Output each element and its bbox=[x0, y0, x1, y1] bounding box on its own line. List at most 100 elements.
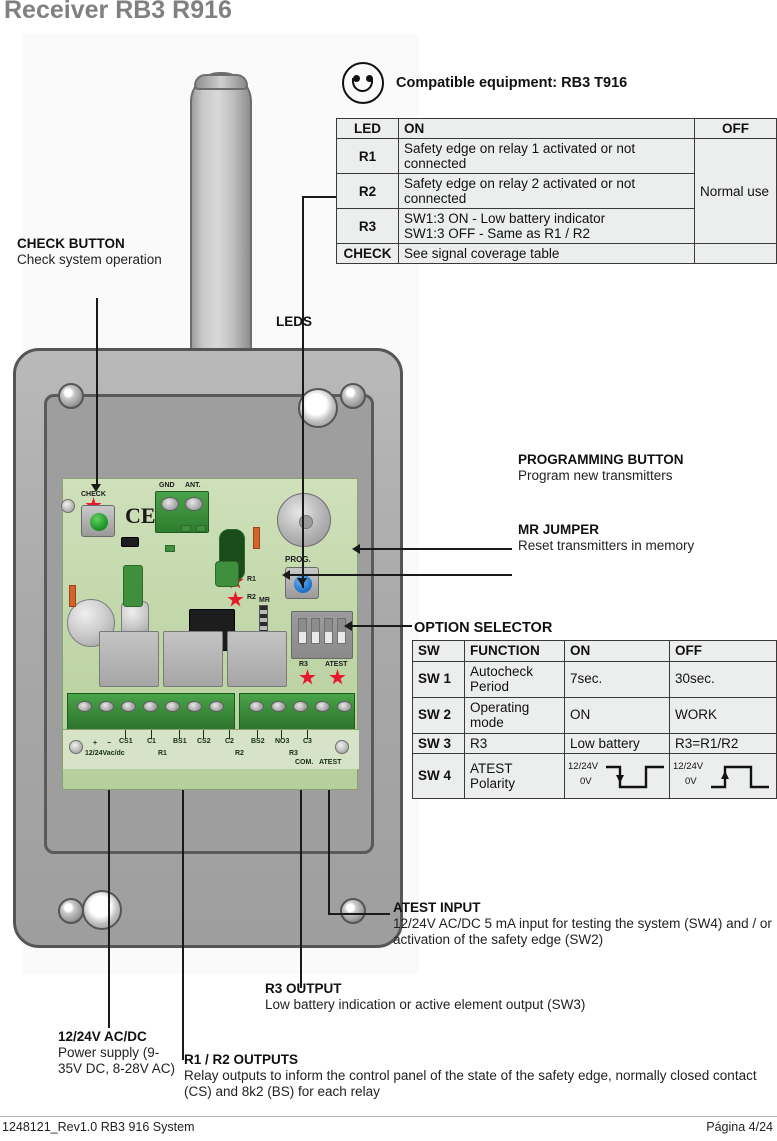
leader-line-check-button bbox=[96, 298, 98, 488]
callout-atest-input-title: ATEST INPUT bbox=[393, 900, 481, 915]
callout-power-supply-title: 12/24V AC/DC bbox=[58, 1029, 147, 1044]
terminal-label-r2: R2 bbox=[235, 750, 244, 757]
opt-cell-sw1-on: 7sec. bbox=[564, 660, 670, 698]
terminal-hole bbox=[293, 701, 308, 712]
terminal-tick bbox=[307, 730, 308, 739]
circuit-board: CHECK CE GND ANT. PROG. R1 R2 MR bbox=[61, 478, 359, 790]
dip-switch-block[interactable] bbox=[291, 611, 353, 659]
led-table-cell-on-r1: Safety edge on relay 1 activated or not … bbox=[398, 138, 695, 174]
led-table-cell-on-r3-line2: SW1:3 OFF - Same as R1 / R2 bbox=[404, 226, 591, 241]
mounting-screw bbox=[58, 898, 84, 924]
led-table-header-off: OFF bbox=[694, 118, 777, 139]
opt-cell-sw4-off-waveform: 12/24V 0V bbox=[669, 753, 777, 799]
callout-r1-r2-outputs-title: R1 / R2 OUTPUTS bbox=[184, 1052, 299, 1067]
pcb-pad bbox=[61, 499, 75, 513]
led-table-header-on: ON bbox=[398, 118, 695, 139]
leader-arrow-option-selector bbox=[344, 621, 352, 631]
r2-led-indicator bbox=[227, 591, 244, 607]
table-row: R3 SW1:3 ON - Low battery indicator SW1:… bbox=[336, 208, 777, 244]
led-table-cell-on-r3: SW1:3 ON - Low battery indicator SW1:3 O… bbox=[398, 208, 695, 244]
callout-r1-r2-outputs: R1 / R2 OUTPUTS Relay outputs to inform … bbox=[184, 1052, 774, 1100]
callout-programming-button-title: PROGRAMMING BUTTON bbox=[518, 452, 684, 467]
terminal-hole bbox=[99, 701, 114, 712]
callout-check-button-title: CHECK BUTTON bbox=[17, 236, 125, 251]
board-screw-hole bbox=[335, 740, 349, 754]
leader-arrow-programming-button bbox=[352, 544, 360, 554]
mounting-screw bbox=[58, 383, 84, 409]
buzzer bbox=[277, 493, 331, 547]
opt-cell-sw3-on: Low battery bbox=[564, 732, 670, 754]
opt-cell-sw3-off: R3=R1/R2 bbox=[669, 732, 777, 754]
callout-check-button-body: Check system operation bbox=[17, 252, 162, 267]
terminal-tick bbox=[203, 730, 204, 739]
terminal-tick bbox=[281, 730, 282, 739]
dip-switch-4[interactable] bbox=[337, 618, 346, 644]
terminal-label-strip: + − 12/24Vac/dc CS1 C1 BS1 R1 CS2 C2 BS2… bbox=[63, 729, 359, 769]
terminal-label-c3: C3 bbox=[303, 738, 312, 745]
terminal-screw-gnd bbox=[161, 497, 179, 511]
opt-cell-sw4: SW 4 bbox=[412, 753, 465, 799]
callout-programming-button-body: Program new transmitters bbox=[518, 468, 673, 483]
voltage-regulator bbox=[123, 565, 143, 607]
smd-component bbox=[165, 545, 175, 552]
dip-switch-3[interactable] bbox=[324, 618, 333, 644]
terminal-label-no3: NO3 bbox=[275, 738, 290, 745]
callout-power-supply-body: Power supply (9-35V DC, 8-28V AC) bbox=[58, 1045, 176, 1076]
resistor bbox=[69, 585, 76, 607]
opt-cell-sw1: SW 1 bbox=[412, 660, 465, 698]
led-table-cell-led-r1: R1 bbox=[336, 138, 399, 174]
leader-line-programming-button bbox=[360, 548, 512, 550]
terminal-label-atest: ATEST bbox=[319, 759, 342, 766]
terminal-tick bbox=[179, 730, 180, 739]
callout-r3-output-title: R3 OUTPUT bbox=[265, 981, 342, 996]
option-selector-table: SW FUNCTION ON OFF SW 1 Autocheck Period… bbox=[412, 640, 777, 799]
callout-r3-output: R3 OUTPUT Low battery indication or acti… bbox=[265, 981, 765, 1013]
led-table-header-led: LED bbox=[336, 118, 399, 139]
opt-header-function: FUNCTION bbox=[464, 640, 565, 662]
terminal-block-right bbox=[239, 693, 355, 731]
callout-mr-jumper-title: MR JUMPER bbox=[518, 522, 600, 537]
waveform-rising-edge-icon bbox=[711, 765, 769, 789]
table-row: SW 2 Operating mode ON WORK bbox=[412, 696, 777, 734]
relay-r1 bbox=[99, 631, 159, 687]
leader-line-r1-r2-outputs bbox=[182, 790, 184, 1060]
table-row: R1 Safety edge on relay 1 activated or n… bbox=[336, 138, 777, 244]
table-row: R2 Safety edge on relay 2 activated or n… bbox=[336, 173, 777, 209]
terminal-label-power: 12/24Vac/dc bbox=[85, 750, 125, 757]
smiley-face-icon bbox=[342, 62, 384, 104]
callout-power-supply: 12/24V AC/DC Power supply (9-35V DC, 8-2… bbox=[58, 1029, 178, 1077]
led-table-cell-led-r3: R3 bbox=[336, 208, 399, 244]
terminal-label-cs2: CS2 bbox=[197, 738, 211, 745]
footer-divider bbox=[0, 1116, 777, 1117]
opt-cell-sw2-function: Operating mode bbox=[464, 696, 565, 734]
capacitor-large bbox=[67, 599, 115, 647]
waveform-off-label-high: 12/24V bbox=[673, 761, 704, 772]
waveform-on-label-low: 0V bbox=[580, 776, 592, 787]
leader-line-option-selector bbox=[352, 625, 412, 627]
pcb-label-check: CHECK bbox=[81, 491, 106, 498]
dip-switch-1[interactable] bbox=[298, 618, 307, 644]
led-table-cell-led-r2: R2 bbox=[336, 173, 399, 209]
terminal-label-c2: C2 bbox=[225, 738, 234, 745]
terminal-label-bs1: BS1 bbox=[173, 738, 187, 745]
leader-arrow-check-button bbox=[91, 484, 101, 492]
table-header-row: SW FUNCTION ON OFF bbox=[412, 640, 777, 662]
table-row: SW 1 Autocheck Period 7sec. 30sec. bbox=[412, 660, 777, 698]
check-button[interactable] bbox=[81, 505, 115, 537]
dip-switch-2[interactable] bbox=[311, 618, 320, 644]
led-table-cell-on-check: See signal coverage table bbox=[398, 243, 695, 264]
terminal-label-com: COM. bbox=[295, 759, 314, 766]
opt-cell-sw2-on: ON bbox=[564, 696, 670, 734]
ce-mark-icon: CE bbox=[125, 503, 156, 528]
leader-line-power-supply bbox=[108, 790, 110, 1028]
terminal-tick bbox=[257, 730, 258, 739]
pcb-label-gnd: GND bbox=[159, 482, 175, 489]
terminal-label-cs1: CS1 bbox=[119, 738, 133, 745]
callout-leds-title: LEDS bbox=[276, 314, 313, 329]
table-row: SW 4 ATEST Polarity 12/24V 0V 12/24V bbox=[412, 753, 777, 799]
led-table-cell-led-check: CHECK bbox=[336, 243, 399, 264]
opt-header-sw: SW bbox=[412, 640, 465, 662]
led-table-cell-on-r2: Safety edge on relay 2 activated or not … bbox=[398, 173, 695, 209]
terminal-label-minus: − bbox=[107, 740, 112, 747]
